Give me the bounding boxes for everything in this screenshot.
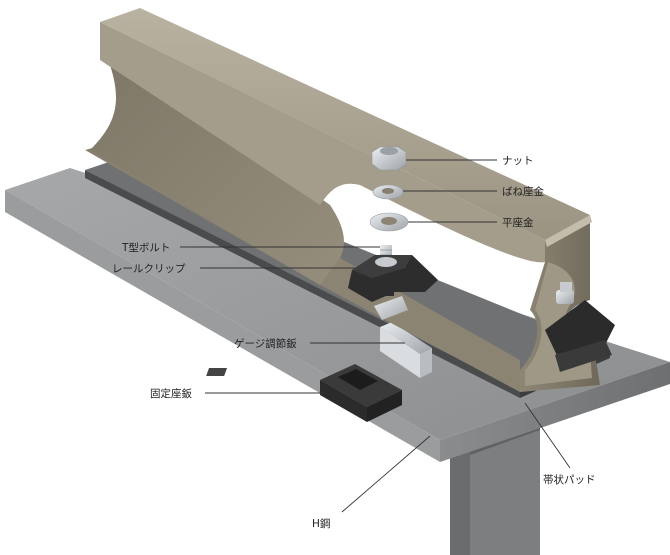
label-spring-washer: ばね座金 (502, 185, 544, 198)
spring-washer (372, 184, 404, 200)
label-nut: ナット (502, 155, 534, 167)
rail-clip (348, 255, 438, 302)
label-gauge-plate: ゲージ調節鈑 (234, 337, 297, 350)
right-rail-clip (545, 282, 615, 372)
label-t-bolt: T型ボルト (121, 241, 170, 254)
fixed-base-plate (206, 364, 402, 422)
leader-lines (180, 159, 571, 513)
flat-washer (369, 212, 409, 232)
label-flat-washer: 平座金 (502, 216, 534, 229)
label-h-steel: H鋼 (312, 517, 330, 530)
nut (371, 146, 407, 171)
label-strip-pad: 帯状パッド (543, 473, 596, 486)
gauge-plate (380, 322, 432, 378)
label-rail-clip: レールクリップ (112, 263, 186, 275)
label-fixed-base-plate: 固定座鈑 (150, 387, 192, 400)
